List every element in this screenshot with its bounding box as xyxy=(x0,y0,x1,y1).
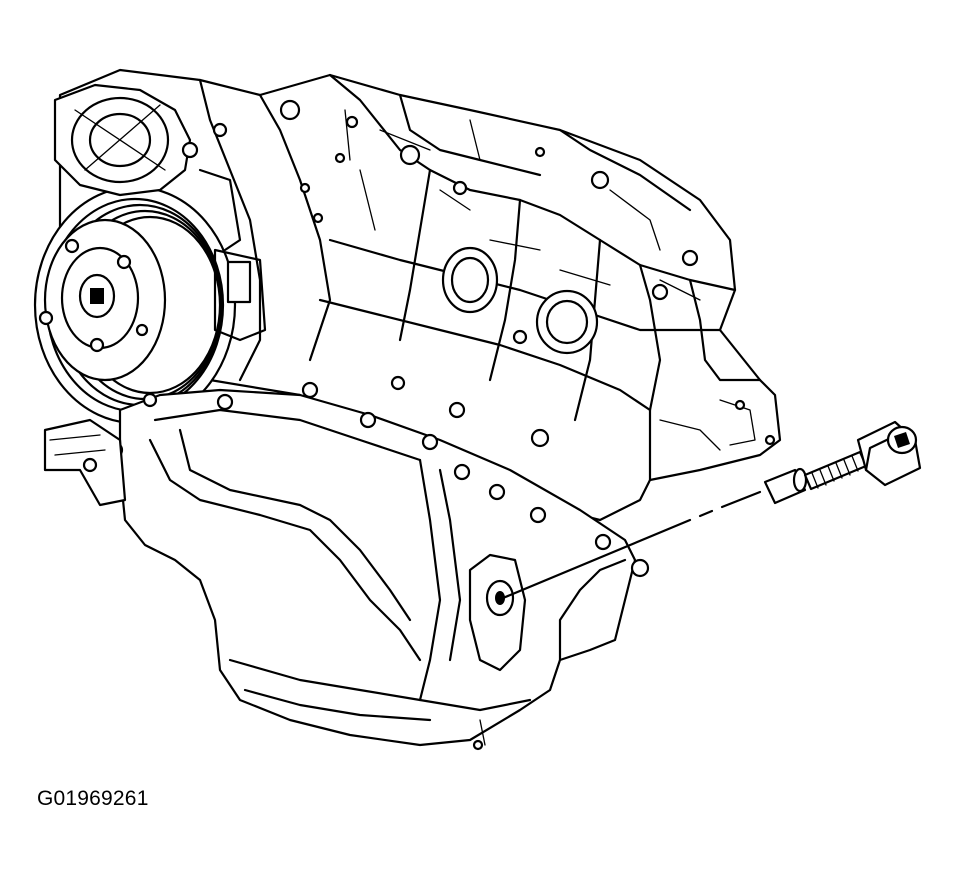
freeze-plugs xyxy=(441,246,599,355)
crankshaft-pulley xyxy=(33,185,237,425)
mount-bracket xyxy=(43,418,127,507)
drain-plug-sensor xyxy=(501,420,922,600)
engine-block xyxy=(58,68,782,522)
figure-id-label: G01969261 xyxy=(37,787,149,810)
timing-cover xyxy=(53,83,301,342)
oil-pan xyxy=(106,381,650,751)
